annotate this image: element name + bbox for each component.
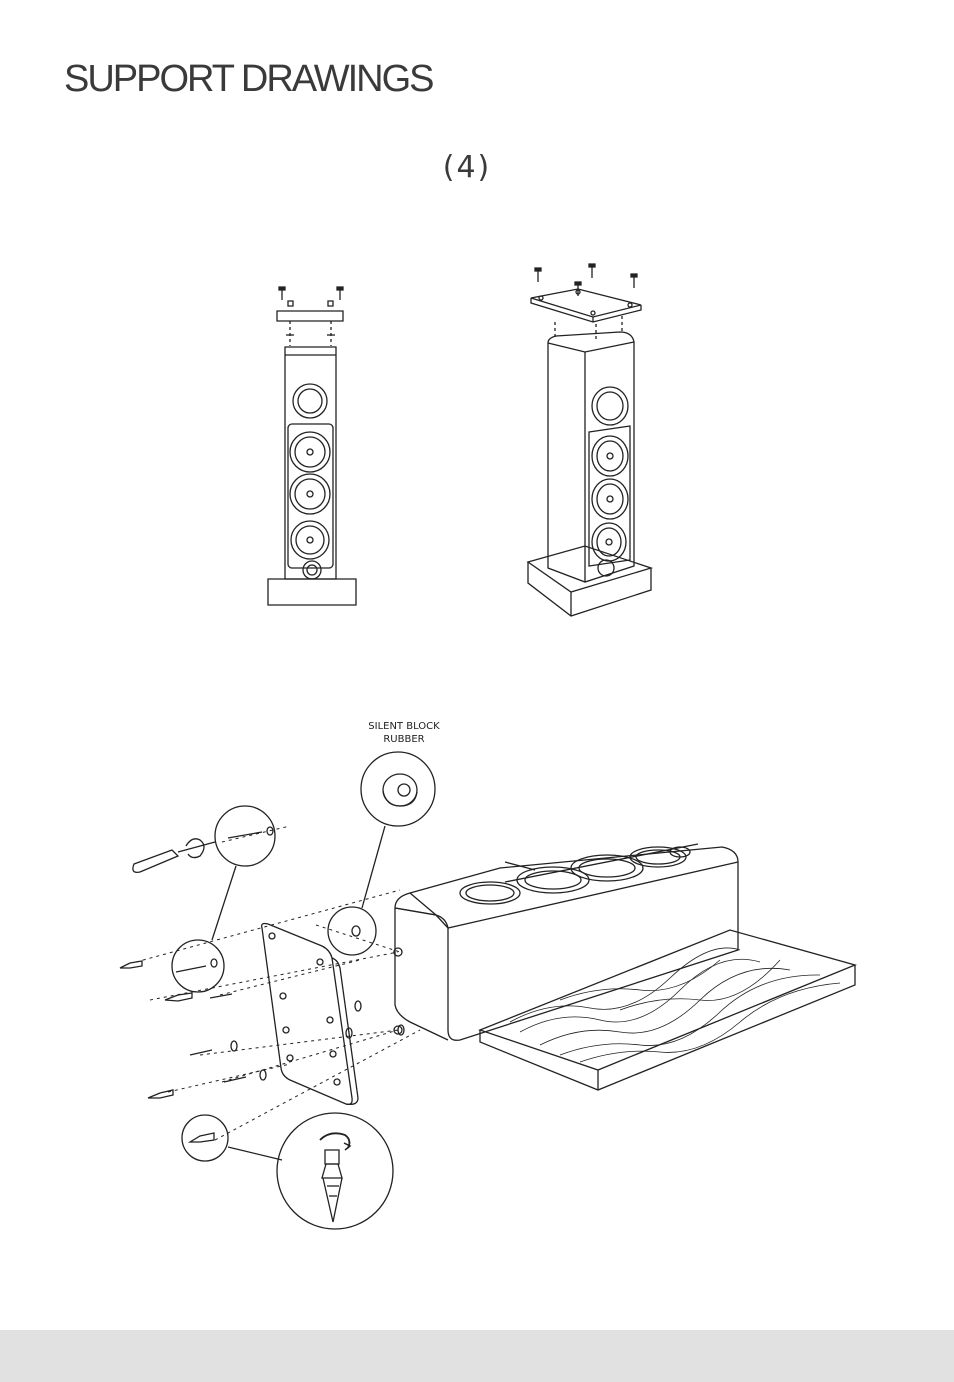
silent-block-label: SILENT BLOCK RUBBER xyxy=(340,720,468,746)
silent-block-label-line1: SILENT BLOCK xyxy=(340,720,468,733)
spike-detail xyxy=(182,1113,393,1229)
screw-detail xyxy=(172,940,224,992)
footer-band xyxy=(0,1330,954,1382)
spikes-and-screws xyxy=(120,961,404,1098)
silent-block-detail xyxy=(328,752,435,955)
wooden-shelf xyxy=(480,930,855,1090)
screwdriver-detail xyxy=(133,806,275,940)
stand-plate xyxy=(262,924,358,1105)
center-speaker xyxy=(394,844,738,1040)
silent-block-label-line2: RUBBER xyxy=(340,733,468,746)
center-speaker-drawing xyxy=(0,0,954,1330)
